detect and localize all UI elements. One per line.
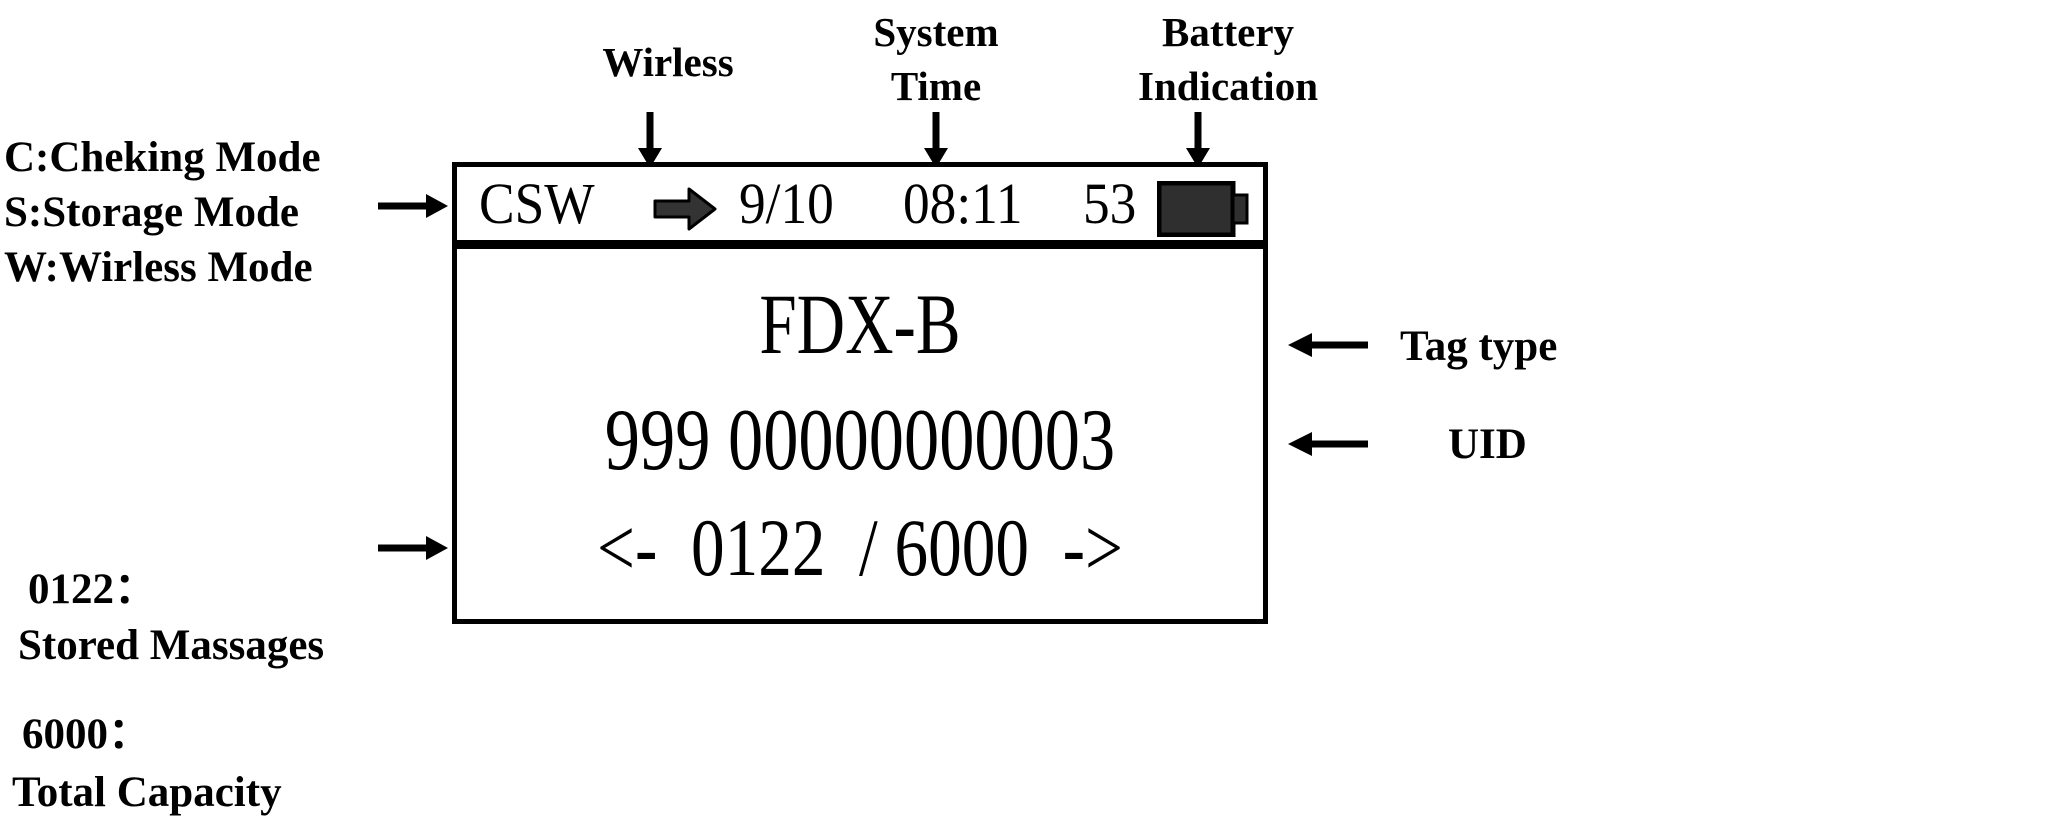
annotation-label-system-time-line2: Time <box>890 63 982 109</box>
uid-value: 999 00000000003 <box>604 392 1116 489</box>
down-arrow-icon-battery <box>1186 112 1210 168</box>
annotation-mode-legend-line2: S:Storage Mode <box>4 189 299 236</box>
status-time: 08:11 <box>903 171 1023 236</box>
status-mode-indicator: CSW <box>479 171 595 236</box>
down-arrow-icon-wireless <box>638 112 662 168</box>
status-battery-level: 53 <box>1083 171 1137 236</box>
right-arrow-icon-total-capacity <box>378 536 448 560</box>
annotation-total-capacity-value: 6000： <box>22 711 151 758</box>
annotation-total-capacity-caption: Total Capacity <box>12 769 282 816</box>
annotation-label-wireless: Wirless <box>602 39 734 85</box>
annotation-mode-legend-line1: C:Cheking Mode <box>4 134 321 181</box>
tag-type-value: FDX-B <box>759 276 961 372</box>
screen-content: FDX-B 999 00000000003 <- 0122 / 6000 -> <box>457 249 1263 620</box>
lcd-display-panel: CSW 9/10 08:11 53 FDX-B 999 00000000003 … <box>452 162 1268 624</box>
right-arrow-icon-wireless-status <box>653 187 717 231</box>
status-bar: CSW 9/10 08:11 53 <box>457 167 1263 249</box>
annotation-mode-legend-line3: W:Wirless Mode <box>4 244 313 291</box>
annotation-label-battery-line1: Battery <box>1161 9 1295 55</box>
left-arrow-icon-uid <box>1288 432 1368 456</box>
record-navigation[interactable]: <- 0122 / 6000 -> <box>597 502 1123 593</box>
down-arrow-icon-system-time <box>924 112 948 168</box>
annotation-stored-messages-caption: Stored Massages <box>18 622 325 669</box>
battery-full-icon <box>1157 181 1249 237</box>
status-date: 9/10 <box>739 171 834 236</box>
annotation-label-system-time-line1: System <box>873 9 999 55</box>
annotation-label-uid: UID <box>1448 421 1527 468</box>
left-arrow-icon-tag-type <box>1288 333 1368 357</box>
annotation-label-tag-type: Tag type <box>1400 323 1558 370</box>
right-arrow-icon-mode-legend <box>378 194 448 218</box>
annotation-label-battery-line2: Indication <box>1138 63 1318 109</box>
annotation-stored-messages-value: 0122： <box>28 566 157 613</box>
